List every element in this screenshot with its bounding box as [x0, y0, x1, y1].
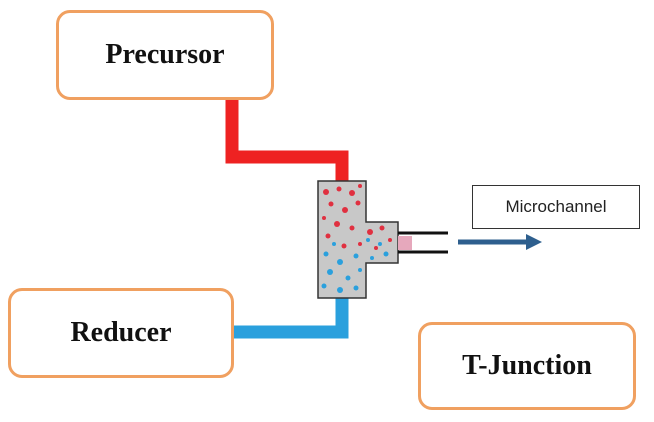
precursor-label: Precursor — [105, 39, 225, 70]
precursor-feed-line — [225, 100, 349, 183]
reducer-box: Reducer — [8, 288, 234, 378]
precursor-particles — [322, 184, 392, 250]
outlet-mixture — [398, 236, 412, 250]
t-junction-body — [317, 180, 399, 299]
microchannel-label: Microchannel — [505, 197, 607, 216]
microchannel-box: Microchannel — [472, 185, 640, 229]
reducer-label: Reducer — [70, 317, 172, 348]
reducer-feed-line — [234, 298, 349, 339]
flow-arrow-head — [526, 234, 542, 250]
precursor-box: Precursor — [56, 10, 274, 100]
t-junction-box: T-Junction — [418, 322, 636, 410]
t-junction-label: T-Junction — [462, 350, 592, 381]
reducer-particles — [321, 238, 389, 293]
